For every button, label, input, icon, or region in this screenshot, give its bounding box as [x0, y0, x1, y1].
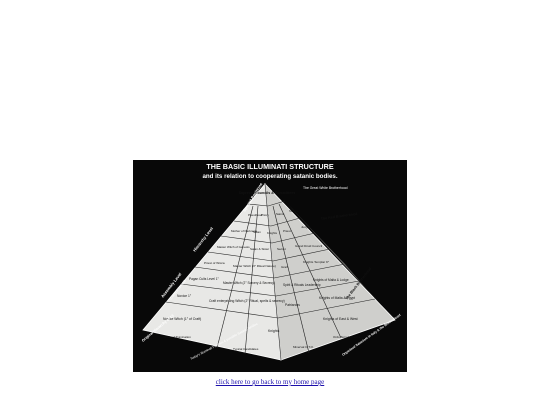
bottom-cell: Minerval O.T.O.: [293, 345, 314, 349]
tier4-cell: Secret: [277, 247, 286, 251]
tier8-cell: Novice Witch (1° of Craft): [163, 317, 201, 321]
diagram-title: THE BASIC ILLUMINATI STRUCTURE: [206, 162, 333, 171]
shade-band: [285, 201, 395, 320]
great-white-label: The Great White Brotherhood: [303, 186, 348, 190]
bottom-cell: Ordo Templi Orientis: [333, 335, 361, 339]
tier6-cell: Master Witch (2° Sorcery & Secrecy): [223, 281, 275, 285]
tier2-cell: Saints: [276, 212, 285, 216]
tier5-cell: Master Witch (3° Ritual Nature): [233, 264, 276, 268]
bottom-cell: Seeds of Illumination: [163, 335, 191, 339]
tier-lines: [165, 183, 376, 361]
home-link-container: click here to go back to my home page: [0, 378, 540, 387]
tier5-cell: Priest of Wicca: [204, 261, 225, 265]
tier6-cell: Spirit & Rituals Leadership: [283, 283, 321, 287]
tier4-cell: Master Witch of Genesis: [217, 245, 250, 249]
tier6-cell: Pagan Cults Level 1°: [189, 277, 220, 281]
tier7-cell: Knights of Malta & Egypt: [319, 296, 355, 300]
tier5-cell: Grail: [281, 265, 288, 269]
tier7-cell: Patriarchs: [285, 303, 300, 307]
pyramid-left-face: [142, 183, 282, 361]
tier8-cell: Knights of East & West: [323, 317, 358, 321]
tier3-cell: Priest: [283, 229, 291, 233]
tier2-cell: Priesthood: [248, 213, 263, 217]
tier4-cell: Satan & Sister: [250, 247, 269, 251]
bottom-cell: Typical Candidates: [233, 347, 259, 351]
tier3-cell: Judges: [301, 225, 311, 229]
tier5-cell: Knights Templar 9°: [303, 260, 330, 264]
tier7-cell: Novice 1°: [177, 294, 192, 298]
apex-label: Supreme Councils & Committees: [239, 191, 296, 195]
tier3-cell: Satan: [253, 230, 261, 234]
tier8-cell: Knights: [268, 329, 280, 333]
tier3-cell: Knights: [267, 231, 278, 235]
pyramid-diagram: THE BASIC ILLUMINATI STRUCTURE and its r…: [141, 162, 401, 361]
home-page-link[interactable]: click here to go back to my home page: [215, 378, 325, 386]
tier6-cell: Knights of Malta & Lodge: [313, 278, 349, 282]
tier3-cell: Mother of Darkness: [231, 229, 258, 233]
red-brotherhood-label: The Red Brotherhood: [321, 212, 358, 221]
tier2-cell: Temple: [289, 209, 299, 213]
diagram-subtitle: and its relation to cooperating satanic …: [202, 173, 337, 180]
tier4-cell: Grand Druid Council: [295, 244, 323, 248]
tier7-cell: Craft enterprising Witch (2° Ritual, spe…: [209, 299, 285, 303]
illuminati-structure-image: THE BASIC ILLUMINATI STRUCTURE and its r…: [133, 160, 407, 372]
tier2-cell: Priory: [261, 213, 269, 217]
